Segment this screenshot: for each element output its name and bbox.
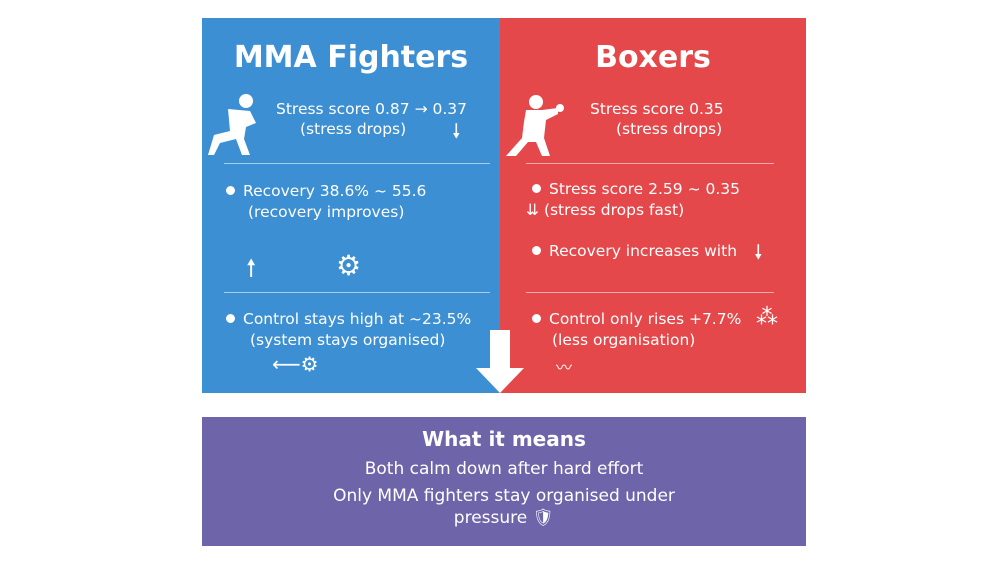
mma-recovery: Recovery 38.6% ~ 55.6 — [226, 181, 426, 202]
boxer-icon — [506, 95, 564, 156]
boxers-title: Boxers — [595, 40, 711, 75]
arrow-up-icon: 🠕 — [246, 254, 257, 282]
divider — [526, 163, 774, 164]
arrow-gear-icon: ⟵⚙ — [272, 352, 319, 376]
zigzag-icon: 〰 — [556, 358, 573, 377]
meaning-title: What it means — [422, 427, 586, 451]
boxers-panel: Boxers Stress score 0.35 (stress drops) … — [500, 18, 806, 393]
divider — [224, 163, 490, 164]
mma-title: MMA Fighters — [233, 40, 469, 75]
boxers-control: Control only rises +7.7% — [532, 309, 741, 330]
boxers-stress-sub: (stress drops) — [616, 120, 723, 138]
mma-recovery-sub: (recovery improves) — [248, 203, 405, 221]
meaning-line-3: pressure 🛡 — [453, 508, 555, 528]
shield-icon: 🛡 — [532, 508, 555, 528]
boxers-stress-score: Stress score 0.35 — [590, 100, 724, 118]
meaning-line-1: Both calm down after hard effort — [364, 459, 644, 479]
kneeling-fighter-icon — [208, 94, 256, 155]
arrow-down-icon: 🠗 — [452, 119, 461, 143]
meaning-line-2: Only MMA fighters stay organised under — [333, 486, 675, 506]
divider — [526, 292, 774, 293]
mma-stress-sub: (stress drops) — [300, 120, 407, 138]
arrow-down-icon: 🠗 — [754, 240, 763, 264]
double-arrow-down-icon: ⇊ — [526, 201, 539, 219]
divider — [224, 292, 490, 293]
boxers-recovery: Recovery increases with — [532, 241, 737, 262]
mma-stress-score: Stress score 0.87 → 0.37 — [276, 100, 468, 118]
down-arrow-icon — [476, 330, 524, 393]
meaning-panel: What it means Both calm down after hard … — [202, 417, 806, 546]
mma-control: Control stays high at ~23.5% — [226, 309, 471, 330]
mma-control-sub: (system stays organised) — [250, 331, 446, 349]
mma-panel: MMA Fighters Stress score 0.87 → 0.37 (s… — [202, 18, 500, 393]
boxers-stress-2-sub: ⇊ (stress drops fast) — [526, 201, 685, 219]
boxers-control-sub: (less organisation) — [552, 331, 696, 349]
gear-icon: ⚙ — [336, 249, 362, 282]
network-nodes-icon: ⁂ — [756, 305, 778, 330]
boxers-stress-score-2: Stress score 2.59 ~ 0.35 — [532, 179, 740, 200]
